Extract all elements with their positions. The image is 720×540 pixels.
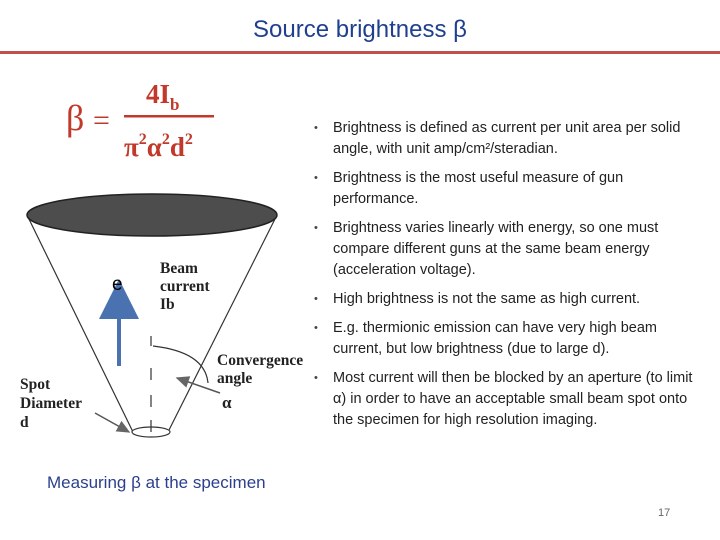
bullet-text: E.g. thermionic emission can have very h…: [333, 320, 657, 357]
bullet-item: • E.g. thermionic emission can have very …: [312, 318, 707, 360]
bullet-text: High brightness is not the same as high …: [333, 291, 641, 307]
bullet-marker: •: [314, 172, 318, 184]
bullet-item: • Brightness varies linearly with energy,…: [312, 218, 707, 281]
svg-text:α: α: [222, 393, 232, 412]
svg-text:Convergence: Convergence: [217, 352, 303, 369]
formula-equals: =: [93, 104, 110, 137]
bullet-text: Brightness is the most useful measure of…: [333, 170, 624, 207]
bullet-marker: •: [314, 372, 318, 384]
formula-exp-1: 2: [139, 131, 147, 148]
beam-cone: [26, 214, 278, 433]
bullet-marker: •: [314, 122, 318, 134]
bullet-marker: •: [314, 322, 318, 334]
bullet-text: Brightness is defined as current per uni…: [333, 120, 681, 157]
bullet-text: Brightness varies linearly with energy, …: [333, 220, 659, 278]
spot-diameter-label: Spot Diameter d: [20, 376, 82, 431]
formula-d: d: [170, 132, 185, 162]
title-divider: [0, 51, 720, 54]
bullet-list: • Brightness is defined as current per un…: [312, 118, 707, 439]
beam-cross-section: [26, 193, 278, 237]
angle-pointer-arrow: [175, 376, 221, 394]
svg-text:Spot: Spot: [20, 376, 51, 393]
formula-exp-3: 2: [185, 131, 193, 148]
beam-current-label: Beam current Ib: [160, 260, 210, 313]
bullet-marker: •: [314, 293, 318, 305]
svg-text:d: d: [20, 414, 29, 431]
formula-alpha: α: [147, 132, 162, 162]
bullet-item: • Most current will then be blocked by an…: [312, 368, 707, 431]
svg-text:Diameter: Diameter: [20, 395, 82, 412]
brightness-diagram: β = 4Ib π2α2d2 e Beam current Ib Converg…: [20, 79, 303, 438]
brightness-formula: β = 4Ib π2α2d2: [66, 79, 214, 162]
spot-pointer-arrow: [94, 412, 131, 433]
convergence-angle-arc: [152, 345, 209, 384]
svg-text:current: current: [160, 278, 210, 295]
svg-text:Ib: Ib: [160, 296, 175, 313]
bullet-marker: •: [314, 222, 318, 234]
bullet-text: Most current will then be blocked by an …: [333, 370, 693, 428]
bullet-item: • High brightness is not the same as high…: [312, 289, 707, 310]
svg-text:Beam: Beam: [160, 260, 198, 277]
formula-pi: π: [124, 132, 139, 162]
electron-label: e: [112, 274, 123, 295]
formula-fraction-bar: [124, 115, 214, 118]
svg-text:π2α2d2: π2α2d2: [124, 131, 193, 162]
formula-exp-2: 2: [162, 131, 170, 148]
page-number: 17: [658, 507, 671, 519]
slide-title: Source brightness β: [253, 16, 467, 43]
bullet-item: • Brightness is the most useful measure o…: [312, 168, 707, 210]
formula-numerator: 4I: [146, 79, 170, 109]
formula-beta: β: [66, 98, 84, 138]
convergence-angle-label: Convergence angle α: [217, 352, 303, 412]
formula-numerator-sub: b: [170, 95, 179, 114]
svg-text:angle: angle: [217, 370, 252, 387]
figure-caption: Measuring β at the specimen: [47, 473, 266, 492]
svg-text:4Ib: 4Ib: [146, 79, 179, 114]
bullet-item: • Brightness is defined as current per un…: [312, 118, 707, 160]
